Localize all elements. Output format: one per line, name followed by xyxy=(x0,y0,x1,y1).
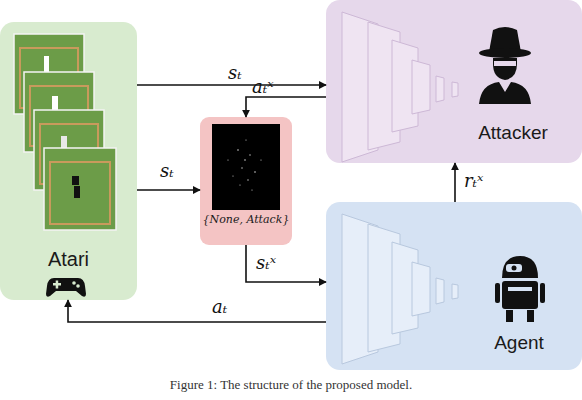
signal-label: sₜ xyxy=(228,62,242,83)
flow-arrow xyxy=(137,84,326,86)
signal-label: sₜ xyxy=(160,160,174,181)
environment-box: Atari xyxy=(0,22,137,300)
node-label: Atari xyxy=(0,248,137,271)
flow-arrow xyxy=(246,97,326,117)
signal-label: aₜˣ xyxy=(252,76,274,97)
node-label: {None, Attack} xyxy=(200,214,292,227)
flow-arrow xyxy=(137,189,200,191)
flow-arrow xyxy=(68,300,326,322)
signal-label: aₜ xyxy=(212,296,227,317)
flow-arrow xyxy=(454,163,456,202)
perturbation-box: {None, Attack} xyxy=(200,117,292,245)
attacker-box: Attacker xyxy=(326,0,582,163)
node-label: Agent xyxy=(456,332,582,354)
figure-caption: Figure 1: The structure of the proposed … xyxy=(0,377,582,393)
signal-label: rₜˣ xyxy=(464,170,483,191)
agent-box: Agent xyxy=(326,202,582,370)
node-label: Attacker xyxy=(444,122,582,144)
flow-arrow xyxy=(246,245,326,282)
signal-label: sₜˣ xyxy=(256,252,276,273)
